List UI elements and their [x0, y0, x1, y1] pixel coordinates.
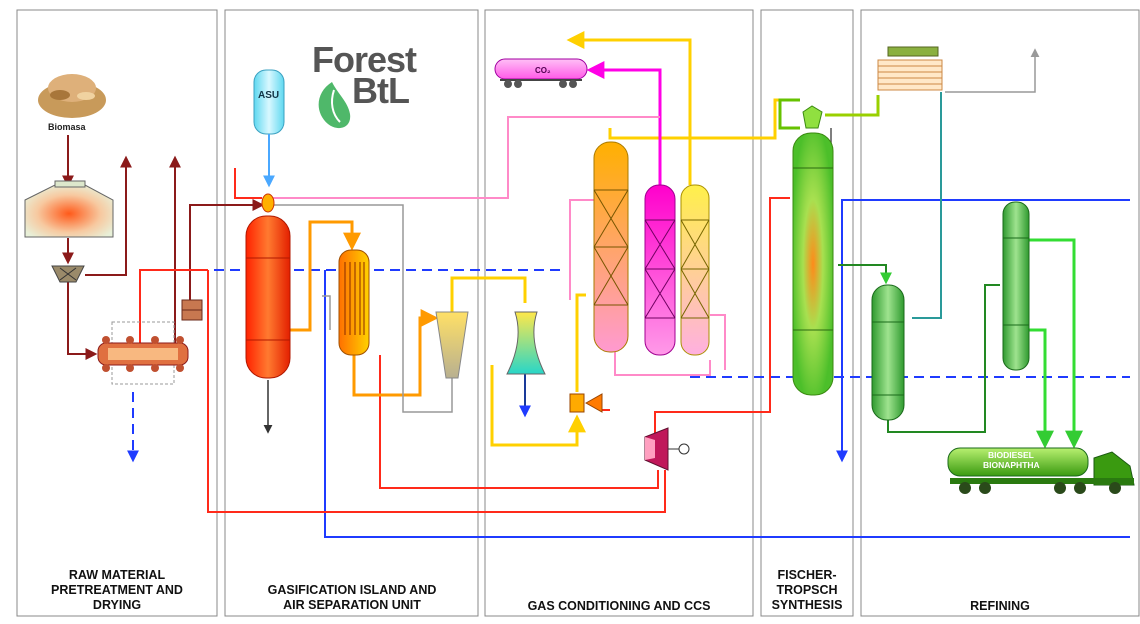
- distillation-column-1-icon: [872, 285, 904, 420]
- product-truck-icon: [948, 448, 1134, 494]
- asu-column-icon: [254, 70, 284, 185]
- biomass-pile-icon: [38, 74, 106, 118]
- dryer-icon: [25, 181, 113, 237]
- section-label-refining: REFINING: [862, 599, 1138, 614]
- mill-icon: [52, 266, 84, 282]
- section-label-fischer-tropsch: FISCHER- TROPSCH SYNTHESIS: [762, 568, 852, 613]
- section-label-gasification: GASIFICATION ISLAND AND AIR SEPARATION U…: [228, 583, 476, 613]
- section-label-gas-conditioning: GAS CONDITIONING AND CCS: [487, 599, 751, 614]
- syngas-cooler-icon: [339, 250, 369, 355]
- ft-reactor-icon: [793, 106, 833, 395]
- quench-scrubber-icon: [507, 312, 545, 374]
- logo-line2: BtL: [352, 70, 409, 111]
- truck-label-line2: BIONAPHTHA: [983, 460, 1040, 470]
- cyclone-icon: [436, 312, 468, 378]
- compressor-icon: [570, 394, 602, 412]
- absorber-column-3-icon: [681, 185, 709, 355]
- heat-exchanger-small-icon: [182, 300, 202, 320]
- distillation-column-2-icon: [1003, 202, 1029, 370]
- biomass-label: Biomasa: [48, 122, 87, 132]
- biomass-lines: [68, 135, 262, 354]
- forest-btl-logo: Forest BtL: [312, 39, 417, 128]
- co2-label: CO₂: [535, 66, 551, 75]
- truck-label-line1: BIODIESEL: [988, 450, 1034, 460]
- absorber-column-1-icon: [594, 142, 628, 352]
- torrefaction-reactor-icon: [98, 322, 188, 384]
- absorber-column-2-icon: [645, 185, 675, 355]
- asu-label: ASU: [258, 90, 279, 101]
- gas-turbine-icon: [645, 428, 689, 470]
- section-label-raw-material: RAW MATERIAL PRETREATMENT AND DRYING: [22, 568, 212, 613]
- gasifier-icon: [246, 194, 290, 378]
- air-cooler-icon: [878, 47, 942, 90]
